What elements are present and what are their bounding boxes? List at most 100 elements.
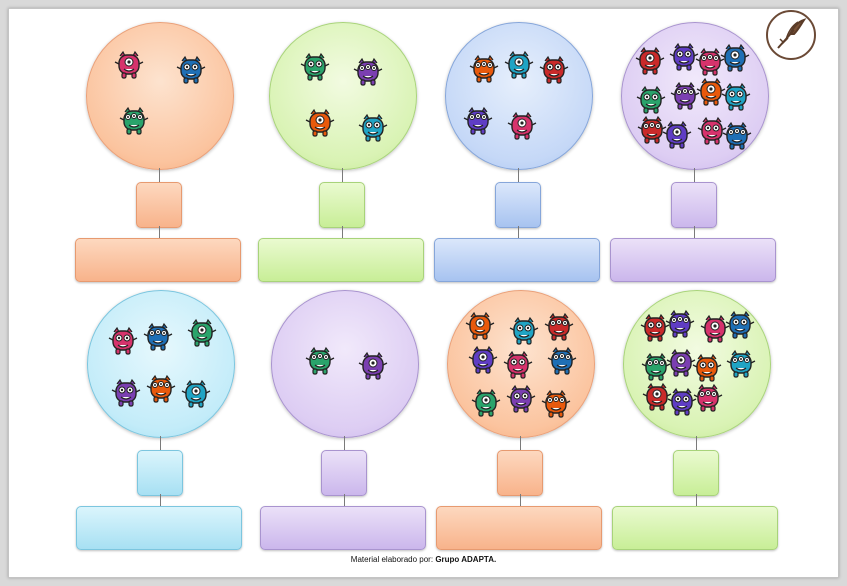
number-answer-box[interactable] <box>673 450 719 496</box>
connector-line <box>696 436 697 450</box>
monster-icon <box>695 47 725 77</box>
monster-icon <box>114 50 144 80</box>
word-answer-box[interactable] <box>434 238 600 282</box>
monster-icon <box>471 388 501 418</box>
monster-group-card <box>436 290 606 560</box>
monster-icon <box>305 108 335 138</box>
connector-line <box>520 494 521 506</box>
connector-line <box>160 494 161 506</box>
number-answer-box[interactable] <box>321 450 367 496</box>
monster-icon <box>111 378 141 408</box>
monster-icon <box>635 46 665 76</box>
monster-circle <box>269 22 417 170</box>
monster-icon <box>662 120 692 150</box>
connector-line <box>159 168 160 182</box>
connector-line <box>342 168 343 182</box>
connector-line <box>344 494 345 506</box>
credit-line: Material elaborado por: Grupo ADAPTA. <box>0 555 847 564</box>
word-answer-box[interactable] <box>258 238 424 282</box>
monster-icon <box>666 348 696 378</box>
monster-icon <box>503 350 533 380</box>
monster-icon <box>636 85 666 115</box>
monster-icon <box>300 52 330 82</box>
credit-author: Grupo ADAPTA. <box>435 555 497 564</box>
logo <box>766 10 816 60</box>
monster-icon <box>641 352 671 382</box>
monster-icon <box>720 43 750 73</box>
monster-icon <box>721 82 751 112</box>
monster-icon <box>697 116 727 146</box>
monster-icon <box>358 113 388 143</box>
monster-icon <box>637 115 667 145</box>
word-answer-box[interactable] <box>76 506 242 550</box>
monster-icon <box>726 349 756 379</box>
monster-group-card <box>76 290 246 560</box>
monster-circle <box>445 22 593 170</box>
monster-circle <box>271 290 419 438</box>
monster-icon <box>353 57 383 87</box>
monster-icon <box>722 121 752 151</box>
connector-line <box>694 226 695 238</box>
monster-icon <box>469 54 499 84</box>
connector-line <box>344 436 345 450</box>
monster-group-card <box>610 22 780 292</box>
monster-icon <box>693 383 723 413</box>
connector-line <box>342 226 343 238</box>
word-answer-box[interactable] <box>75 238 241 282</box>
number-answer-box[interactable] <box>319 182 365 228</box>
number-answer-box[interactable] <box>136 182 182 228</box>
connector-line <box>518 168 519 182</box>
monster-icon <box>544 312 574 342</box>
monster-icon <box>725 310 755 340</box>
monster-group-card <box>75 22 245 292</box>
monster-icon <box>143 322 173 352</box>
monster-icon <box>305 346 335 376</box>
monster-icon <box>642 382 672 412</box>
monster-icon <box>667 387 697 417</box>
connector-line <box>520 436 521 450</box>
monster-circle <box>447 290 595 438</box>
monster-icon <box>181 379 211 409</box>
monster-icon <box>692 353 722 383</box>
monster-circle <box>621 22 769 170</box>
number-answer-box[interactable] <box>137 450 183 496</box>
monster-group-card <box>260 290 430 560</box>
monster-group-card <box>258 22 428 292</box>
connector-line <box>694 168 695 182</box>
monster-icon <box>119 106 149 136</box>
monster-icon <box>506 384 536 414</box>
connector-line <box>696 494 697 506</box>
number-answer-box[interactable] <box>671 182 717 228</box>
monster-group-card <box>434 22 604 292</box>
monster-icon <box>504 50 534 80</box>
monster-icon <box>669 42 699 72</box>
monster-icon <box>465 311 495 341</box>
monster-icon <box>187 318 217 348</box>
monster-icon <box>665 309 695 339</box>
monster-icon <box>539 55 569 85</box>
monster-icon <box>509 316 539 346</box>
monster-icon <box>696 77 726 107</box>
connector-line <box>160 436 161 450</box>
word-answer-box[interactable] <box>610 238 776 282</box>
word-answer-box[interactable] <box>436 506 602 550</box>
number-answer-box[interactable] <box>495 182 541 228</box>
monster-icon <box>176 55 206 85</box>
monster-icon <box>507 111 537 141</box>
monster-icon <box>468 345 498 375</box>
monster-icon <box>358 351 388 381</box>
monster-circle <box>623 290 771 438</box>
monster-group-card <box>612 290 782 560</box>
monster-icon <box>108 326 138 356</box>
number-answer-box[interactable] <box>497 450 543 496</box>
monster-icon <box>700 314 730 344</box>
monster-icon <box>547 346 577 376</box>
word-answer-box[interactable] <box>260 506 426 550</box>
word-answer-box[interactable] <box>612 506 778 550</box>
monster-icon <box>541 389 571 419</box>
monster-icon <box>640 313 670 343</box>
monster-icon <box>146 374 176 404</box>
monster-icon <box>670 81 700 111</box>
monster-circle <box>86 22 234 170</box>
monster-circle <box>87 290 235 438</box>
